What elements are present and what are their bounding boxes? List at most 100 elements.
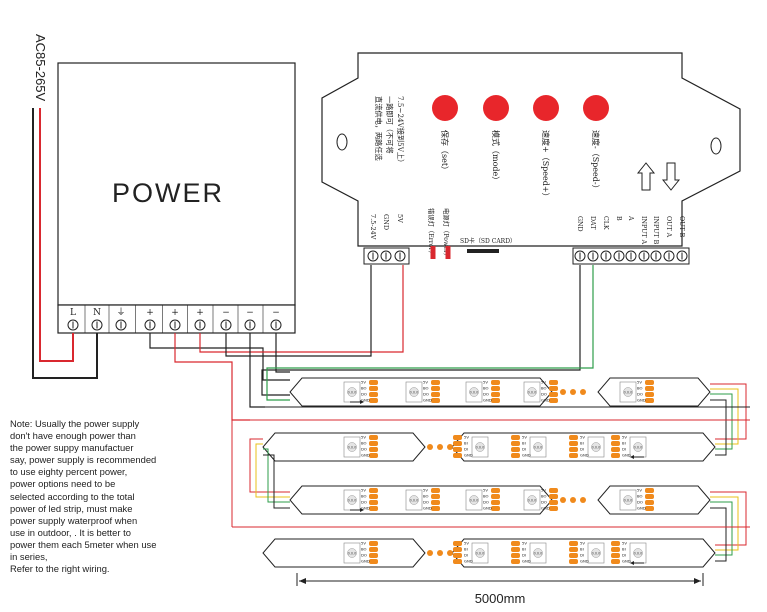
svg-text:0.0.0: 0.0.0 [634,446,643,450]
screw-terminal [625,250,637,262]
screw-terminal [144,319,156,331]
sd-card-label: SD卡（SD CARD） [460,237,516,245]
svg-text:DI: DI [622,447,626,452]
svg-text:5V: 5V [541,488,546,493]
svg-text:5V: 5V [423,380,428,385]
controller-button-label: 保存（set） [440,130,450,174]
arrow-up-icon [636,162,656,191]
svg-text:5V: 5V [483,488,488,493]
wiring-note: Note: Usually the power supply don't hav… [10,418,157,575]
output-terminal-label: OUT B [678,216,685,238]
terminal-label: L [70,308,76,318]
terminal-label: − [272,308,280,318]
svg-text:DI: DI [580,447,584,452]
svg-text:GND: GND [361,506,370,511]
svg-text:DI: DI [522,447,526,452]
svg-text:5V: 5V [464,435,469,440]
svg-text:5V: 5V [464,541,469,546]
screw-terminal [587,250,599,262]
svg-text:GND: GND [622,559,631,564]
svg-text:DO: DO [361,447,367,452]
svg-text:DI: DI [522,553,526,558]
led-strip: 0.0.05VBODOGND0.0.05VBODOGND0.0.05VBODOG… [289,377,711,407]
sd-card-slot [467,249,499,253]
svg-text:BI: BI [580,441,584,446]
terminal-label: − [246,308,254,318]
ac-input-label: AC85-265V [33,34,48,102]
svg-text:BO: BO [483,494,489,499]
screw-terminal [650,250,662,262]
svg-text:BI: BI [622,547,626,552]
controller-note-line: 一路即可（不可将 [385,96,394,154]
svg-text:DO: DO [483,500,489,505]
screw-terminal [194,319,206,331]
controller-button-label: 速度+（Speed+） [541,130,551,201]
controller-button[interactable]: 速度-（Speed-） [583,95,609,193]
svg-text:0.0.0: 0.0.0 [348,499,357,503]
mounting-hole-left [336,133,348,151]
svg-text:DO: DO [637,392,643,397]
screw-terminal [574,250,586,262]
controller-button[interactable]: 模式（mode） [483,95,509,184]
svg-text:BI: BI [522,547,526,552]
svg-text:0.0.0: 0.0.0 [348,446,357,450]
svg-text:DO: DO [423,392,429,397]
controller-note-line: 直流供电，两路任选 [374,96,383,161]
controller-button[interactable]: 速度+（Speed+） [533,95,559,201]
controller-button-label: 模式（mode） [491,130,501,184]
led-indicator [430,246,436,259]
dimension-indicator: 5000mm [296,573,704,606]
output-terminal-label: OUT A [665,216,672,238]
arrow-down-icon [661,162,681,191]
svg-text:0.0.0: 0.0.0 [592,552,601,556]
svg-text:GND: GND [541,506,550,511]
svg-text:5V: 5V [622,435,627,440]
svg-text:DO: DO [483,392,489,397]
screw-terminal [367,250,379,262]
controller-note-line: 7.5~24V接到5V上） [396,96,405,166]
led-strip: 0.0.05VBODOGND0.0.05VBODOGND0.0.05VBODOG… [289,485,711,515]
output-terminal-label: DAT [589,216,596,230]
svg-text:BI: BI [522,441,526,446]
output-terminal-label: A [627,215,634,221]
svg-text:DI: DI [622,553,626,558]
svg-text:0.0.0: 0.0.0 [534,446,543,450]
terminal-label: + [146,308,154,318]
svg-text:BO: BO [483,386,489,391]
power-terminal-label: 5V [396,214,404,223]
svg-text:DO: DO [541,500,547,505]
svg-text:BO: BO [423,494,429,499]
mounting-hole-right [710,137,722,155]
controller-button[interactable]: 保存（set） [432,95,458,174]
svg-text:GND: GND [361,398,370,403]
controller-button-label: 速度-（Speed-） [591,130,601,193]
controller-leds: 错误灯（Error）电源灯（Power） [427,208,451,259]
svg-text:DO: DO [423,500,429,505]
terminal-label: + [196,308,204,318]
svg-text:DO: DO [361,500,367,505]
output-terminal-label: B [615,216,622,221]
led-label: 电源灯（Power） [442,208,451,259]
svg-text:GND: GND [622,453,631,458]
svg-text:BO: BO [361,494,367,499]
svg-text:BI: BI [464,441,468,446]
svg-text:0.0.0: 0.0.0 [410,391,419,395]
svg-text:0.0.0: 0.0.0 [624,391,633,395]
svg-text:5V: 5V [361,380,366,385]
svg-text:BI: BI [580,547,584,552]
power-terminal-label: 7.5-24V [369,214,377,240]
svg-text:GND: GND [637,506,646,511]
svg-text:BO: BO [361,441,367,446]
svg-text:0.0.0: 0.0.0 [624,499,633,503]
